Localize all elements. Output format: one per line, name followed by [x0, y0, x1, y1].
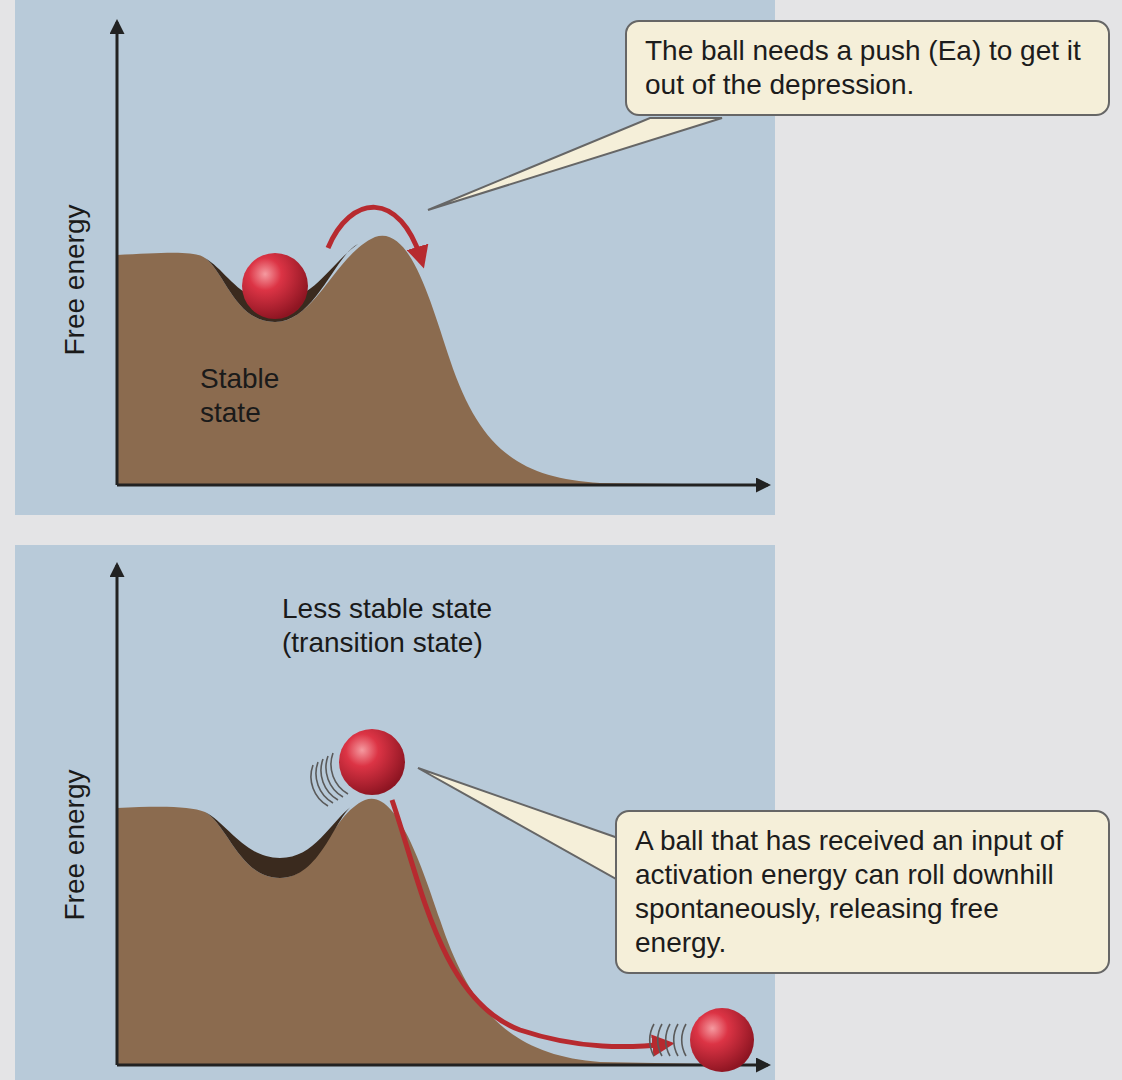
label-text: Free energy [59, 770, 90, 921]
callout-box: A ball that has received an input of act… [615, 810, 1110, 974]
callout-tail [418, 768, 618, 880]
axis-label: Free energy [58, 180, 92, 380]
ball [242, 253, 308, 319]
callout-box: The ball needs a push (Ea) to get it out… [625, 20, 1110, 116]
x-axis [117, 1064, 768, 1067]
state-label: Stable state [200, 362, 320, 430]
callout-text: A ball that has received an input of act… [635, 824, 1090, 960]
depression-shadow [205, 806, 352, 878]
y-axis [116, 565, 119, 1065]
depression-shadow [205, 244, 358, 322]
callout-text: The ball needs a push (Ea) to get it out… [645, 34, 1090, 102]
label-text: Stable state [200, 363, 279, 428]
state-label: Less stable state (transition state) [282, 592, 622, 660]
axis-label: Free energy [58, 745, 92, 945]
push-arrow [328, 207, 422, 262]
motion-lines [650, 1024, 686, 1056]
y-axis [116, 22, 119, 485]
label-text: Free energy [59, 205, 90, 356]
ball [690, 1008, 754, 1072]
energy-hill [117, 236, 765, 485]
ball [339, 729, 405, 795]
label-text: Less stable state (transition state) [282, 593, 492, 658]
x-axis [117, 484, 768, 487]
callout-tail [428, 118, 722, 210]
